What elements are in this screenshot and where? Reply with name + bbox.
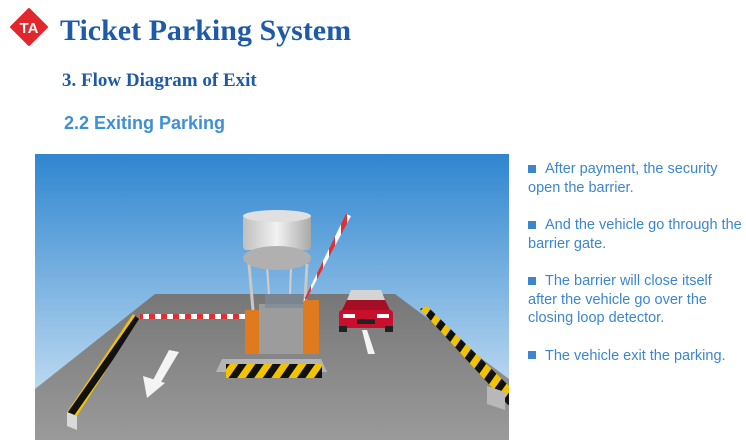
exit-arrow-icon [143, 350, 179, 398]
barrier-arm-ground [140, 314, 252, 319]
bullet-square-icon [528, 220, 536, 229]
exit-steps-list: After payment, the security open the bar… [528, 160, 742, 384]
booth-base [226, 364, 322, 378]
logo-text: TA [20, 20, 39, 37]
page-title: Ticket Parking System [60, 14, 352, 47]
exit-parking-illustration [35, 154, 509, 440]
right-curb [420, 306, 509, 406]
security-booth-icon [243, 210, 319, 354]
barrier-gate-icon [303, 214, 351, 302]
bullet-square-icon [528, 276, 536, 285]
bullet-square-icon [528, 164, 536, 173]
subsection-title: 2.2 Exiting Parking [64, 113, 226, 133]
ta-logo: TA [10, 8, 48, 46]
list-item: The barrier will close itself after the … [528, 273, 712, 326]
list-item: And the vehicle go through the barrier g… [528, 217, 742, 252]
list-item: After payment, the security open the bar… [528, 161, 718, 196]
list-item: The vehicle exit the parking. [528, 347, 742, 366]
bullet-square-icon [528, 351, 536, 360]
left-curb [67, 314, 139, 416]
section-title: 3. Flow Diagram of Exit [62, 70, 257, 91]
car-icon [339, 290, 393, 332]
